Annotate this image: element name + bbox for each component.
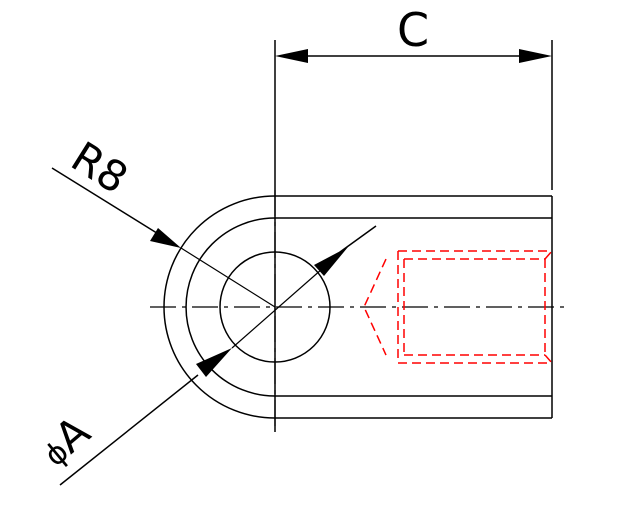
diameter-leader: ϕA (30, 225, 377, 486)
dimension-c-label: C (397, 3, 429, 57)
diameter-label: ϕA (30, 406, 99, 475)
diameter-outer-tail (339, 225, 377, 253)
hidden-threaded-hole (363, 250, 553, 364)
radius-leader: R8 (51, 132, 276, 308)
arrowhead-left (275, 49, 308, 63)
radius-leader-line (51, 167, 161, 236)
extension-lines (274, 40, 553, 432)
dimension-c: C (275, 3, 552, 63)
hidden-drill-point (363, 258, 387, 356)
hidden-chamfer-bottom (544, 354, 553, 364)
diameter-arrowhead-lower (196, 348, 232, 377)
radius-center-segment (180, 247, 276, 308)
diameter-leader-line (59, 374, 199, 486)
hidden-chamfer-top (544, 250, 553, 260)
radius-label: R8 (63, 132, 136, 203)
radius-arrowhead (150, 228, 181, 248)
center-lines (150, 190, 570, 432)
arrowhead-right (519, 49, 552, 63)
diameter-through-line (231, 261, 331, 349)
diameter-arrowhead-upper (314, 247, 348, 276)
